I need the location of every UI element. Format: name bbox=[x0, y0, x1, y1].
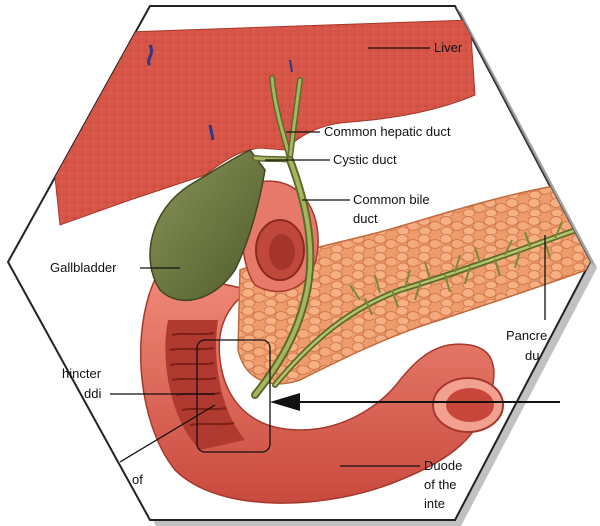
label-duodenum-1: Duode bbox=[424, 458, 462, 473]
label-pancreatic-duct-1: Pancre bbox=[506, 328, 547, 343]
label-cystic-duct: Cystic duct bbox=[333, 152, 397, 167]
label-common-bile-duct-2: duct bbox=[353, 211, 378, 226]
label-common-hepatic-duct: Common hepatic duct bbox=[324, 124, 451, 139]
label-common-bile-duct-1: Common bile bbox=[353, 192, 430, 207]
label-pancreatic-duct-2: du bbox=[525, 348, 539, 363]
duodenum-lumen-end bbox=[446, 388, 494, 422]
pylorus-lumen-inner bbox=[269, 234, 295, 270]
label-liver: Liver bbox=[434, 40, 463, 55]
label-duodenum-2: of the bbox=[424, 477, 457, 492]
label-sphincter-2: ddi bbox=[84, 386, 101, 401]
label-gallbladder: Gallbladder bbox=[50, 260, 117, 275]
label-ampulla: of bbox=[132, 472, 143, 487]
label-sphincter-1: hincter bbox=[62, 366, 102, 381]
label-duodenum-3: inte bbox=[424, 496, 445, 511]
